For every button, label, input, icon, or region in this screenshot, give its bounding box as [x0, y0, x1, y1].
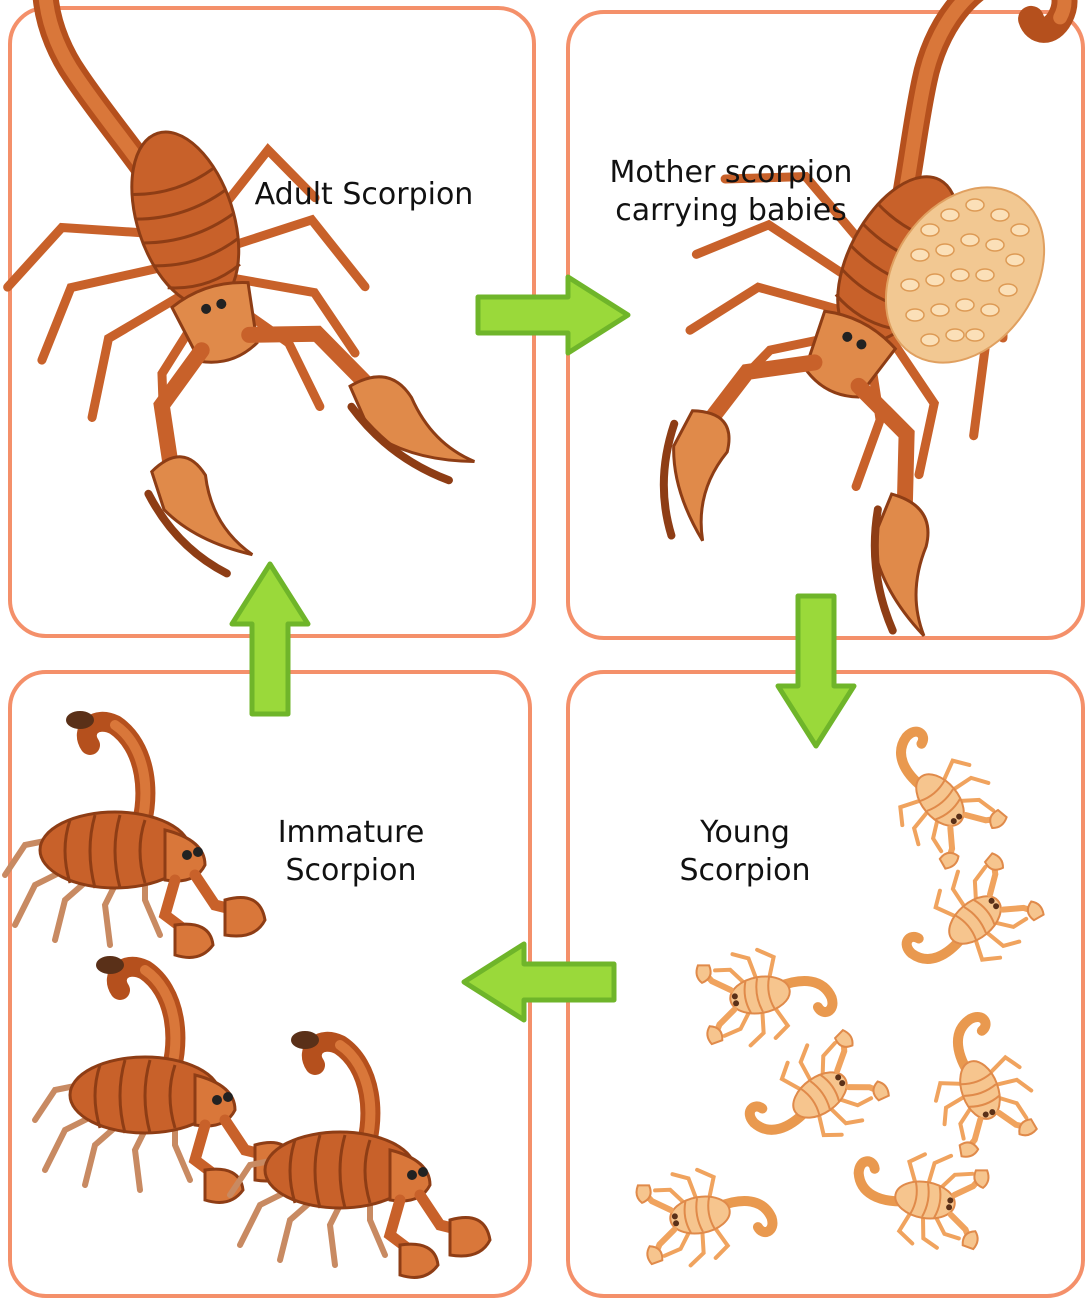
- young-scorpion-7: [848, 1141, 991, 1255]
- arrow-adult-to-mother: [478, 277, 628, 353]
- young-scorpion-4: [735, 1022, 894, 1172]
- adult-scorpion-label: Adult Scorpion: [244, 176, 484, 214]
- arrow-immature-to-adult: [232, 564, 308, 714]
- arrow-mother-to-young: [778, 596, 854, 746]
- mother-scorpion-label: Mother scorpion carrying babies: [596, 154, 866, 230]
- young-scorpions-illustration: [634, 715, 1049, 1272]
- young-scorpion-3: [694, 938, 837, 1052]
- adult-scorpion-illustration: [0, 0, 484, 610]
- arrow-young-to-immature: [464, 944, 614, 1020]
- young-scorpion-5: [914, 1008, 1045, 1161]
- young-scorpion-1: [860, 715, 1014, 874]
- immature-scorpions-illustration: [5, 711, 490, 1277]
- young-scorpion-2: [890, 845, 1049, 999]
- young-scorpion-6: [634, 1158, 777, 1272]
- young-scorpion-label: Young Scorpion: [660, 814, 830, 890]
- immature-scorpion-1: [5, 711, 265, 957]
- immature-scorpion-label: Immature Scorpion: [256, 814, 446, 890]
